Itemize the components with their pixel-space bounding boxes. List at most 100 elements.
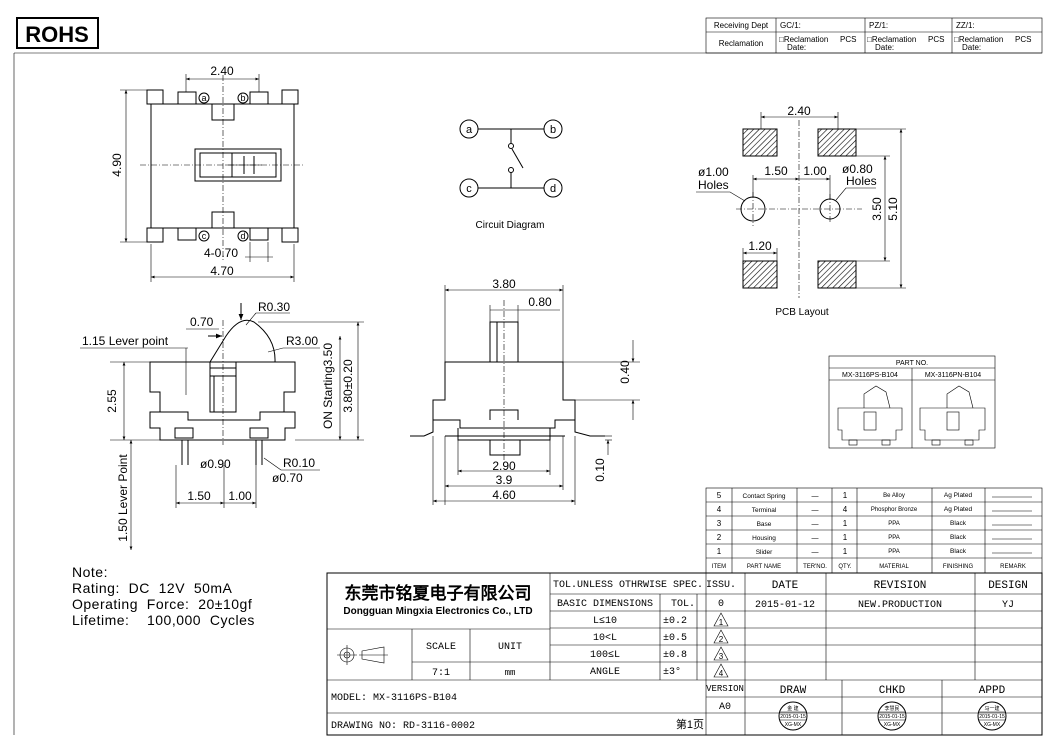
circuit-a: a	[466, 124, 473, 136]
svg-text:XG-MX: XG-MX	[785, 722, 802, 728]
revision-value: NEW.PRODUCTION	[858, 600, 942, 611]
side-r300: R3.00	[286, 334, 318, 348]
top-view: a b c d 2.40 4.90 4-0.70 4.70	[110, 64, 305, 282]
bom-row-2-ter: —	[812, 535, 819, 542]
unit-label: UNIT	[498, 642, 522, 653]
zz-date: Date:	[962, 43, 981, 52]
bom-row-1-qty: 1	[843, 547, 848, 556]
rev-mark-4: 4	[719, 669, 724, 678]
receiving-dept-label: Receiving Dept	[714, 21, 769, 30]
svg-text:2015-01-15: 2015-01-15	[879, 714, 905, 720]
pcb-dim-100: 1.00	[803, 164, 827, 178]
gc-pcs: PCS	[840, 35, 856, 44]
tol-row-4-range: ANGLE	[590, 667, 620, 678]
side-d070: 0.70	[190, 315, 214, 329]
tol-row-1-value: ±0.2	[663, 616, 687, 627]
note-lifetime: Lifetime: 100,000 Cycles	[72, 612, 255, 628]
svg-text:2015-01-15: 2015-01-15	[979, 714, 1005, 720]
hole2-dia: ø0.80	[842, 162, 873, 176]
bom-row-2-material: PPA	[888, 535, 900, 541]
bom-header-finishing: FINISHING	[943, 564, 974, 570]
part-no-table: PART NO. MX-3116PS-B104 MX-3116PN-B104	[828, 355, 996, 449]
hole1-dia: ø1.00	[698, 165, 729, 179]
pin-a-label: a	[201, 93, 206, 103]
hole1-label: Holes	[698, 178, 729, 192]
receiving-table: Receiving Dept Reclamation GC/1: PZ/1: Z…	[705, 17, 1043, 54]
side-on-starting: ON Starting3.50	[321, 343, 335, 429]
side-lever-point-115: 1.15 Lever point	[82, 334, 169, 348]
circuit-c: c	[466, 183, 472, 195]
bom-row-5-qty: 1	[843, 491, 848, 500]
gc-label: GC/1:	[780, 21, 801, 30]
svg-text:李慧民: 李慧民	[884, 705, 899, 712]
dim-pitch: 4-0.70	[204, 246, 238, 260]
rohs-mark: ROHS	[16, 17, 99, 49]
date-value: 2015-01-12	[755, 600, 815, 611]
bom-row-2-item: 2	[717, 533, 722, 542]
circuit-title: Circuit Diagram	[476, 220, 545, 231]
front-d380: 3.80	[492, 277, 516, 291]
part-no-title: PART NO.	[896, 360, 928, 367]
tol-label: TOL.	[671, 599, 695, 610]
bom-row-4-item: 4	[717, 505, 722, 514]
pin-b-label: b	[240, 93, 245, 103]
zz-label: ZZ/1:	[956, 21, 975, 30]
side-d090: ø0.90	[200, 457, 231, 471]
side-d100: 1.00	[228, 489, 252, 503]
circuit-diagram: a b c d Circuit Diagram	[459, 119, 563, 231]
dim-height-490: 4.90	[110, 153, 124, 177]
notes: Note: Rating: DC 12V 50mA Operating Forc…	[72, 564, 255, 628]
side-d150: 1.50	[187, 489, 211, 503]
tol-row-2-range: 10<L	[593, 633, 617, 644]
hole2-label: Holes	[846, 174, 877, 188]
bom-row-3-ter: —	[812, 521, 819, 528]
bom-row-3-name: Base	[757, 521, 772, 528]
pcb-dim-240: 2.40	[787, 104, 811, 118]
tol-row-1-range: L≤10	[593, 616, 617, 627]
tol-row-2-value: ±0.5	[663, 633, 687, 644]
revision-label: REVISION	[874, 580, 927, 592]
pz-date: Date:	[875, 43, 894, 52]
reclamation-label: Reclamation	[719, 39, 763, 48]
bom-row-3-qty: 1	[843, 519, 848, 528]
svg-text:金 建: 金 建	[787, 705, 798, 712]
gc-reclamation: □Reclamation	[779, 35, 828, 44]
dim-bottom-470: 4.70	[210, 264, 234, 278]
pcb-layout: 2.40 1.50 1.00 1.20 3.50 5.10 ø1.00 Hole…	[696, 104, 906, 318]
rev-mark-1: 1	[719, 618, 724, 627]
svg-text:马一建: 马一建	[984, 705, 999, 712]
front-d040: 0.40	[618, 360, 632, 384]
drawing-no-label: DRAWING NO: RD-3116-0002	[331, 721, 475, 732]
circuit-b: b	[550, 124, 556, 136]
tol-row-4-value: ±3°	[663, 666, 681, 678]
pcb-dim-150: 1.50	[764, 164, 788, 178]
pcb-dim-510: 5.10	[886, 197, 900, 221]
design-value: YJ	[1002, 600, 1014, 611]
bom-row-5-name: Contact Spring	[743, 493, 786, 500]
bom-table: 5 Contact Spring — 1 Be Alloy Ag Plated …	[705, 487, 1043, 574]
bom-row-5-item: 5	[717, 491, 722, 500]
tol-header: TOL.UNLESS OTHRWISE SPEC.	[553, 580, 703, 591]
design-label: DESIGN	[988, 580, 1028, 592]
side-r010: R0.10	[283, 456, 315, 470]
company-name-cn: 东莞市铭夏电子有限公司	[345, 583, 532, 603]
basic-dimensions-label: BASIC DIMENSIONS	[557, 599, 653, 610]
bom-row-1-ter: —	[812, 549, 819, 556]
tol-row-3-value: ±0.8	[663, 650, 687, 661]
pin-c-label: c	[202, 231, 207, 241]
front-d080: 0.80	[528, 295, 552, 309]
company-name-en: Dongguan Mingxia Electronics Co., LTD	[343, 606, 532, 617]
zz-reclamation: □Reclamation	[954, 35, 1003, 44]
bom-header-name: PART NAME	[747, 564, 781, 570]
svg-text:XG-MX: XG-MX	[884, 722, 901, 728]
bom-row-5-material: Be Alloy	[883, 493, 905, 499]
pz-reclamation: □Reclamation	[867, 35, 916, 44]
bom-row-3-item: 3	[717, 519, 722, 528]
bom-row-2-finishing: Black	[950, 534, 967, 541]
pz-pcs: PCS	[928, 35, 944, 44]
bom-row-2-name: Housing	[752, 535, 776, 542]
unit-value: mm	[505, 668, 516, 678]
side-d255: 2.55	[105, 389, 119, 413]
note-rating: Rating: DC 12V 50mA	[72, 580, 233, 596]
